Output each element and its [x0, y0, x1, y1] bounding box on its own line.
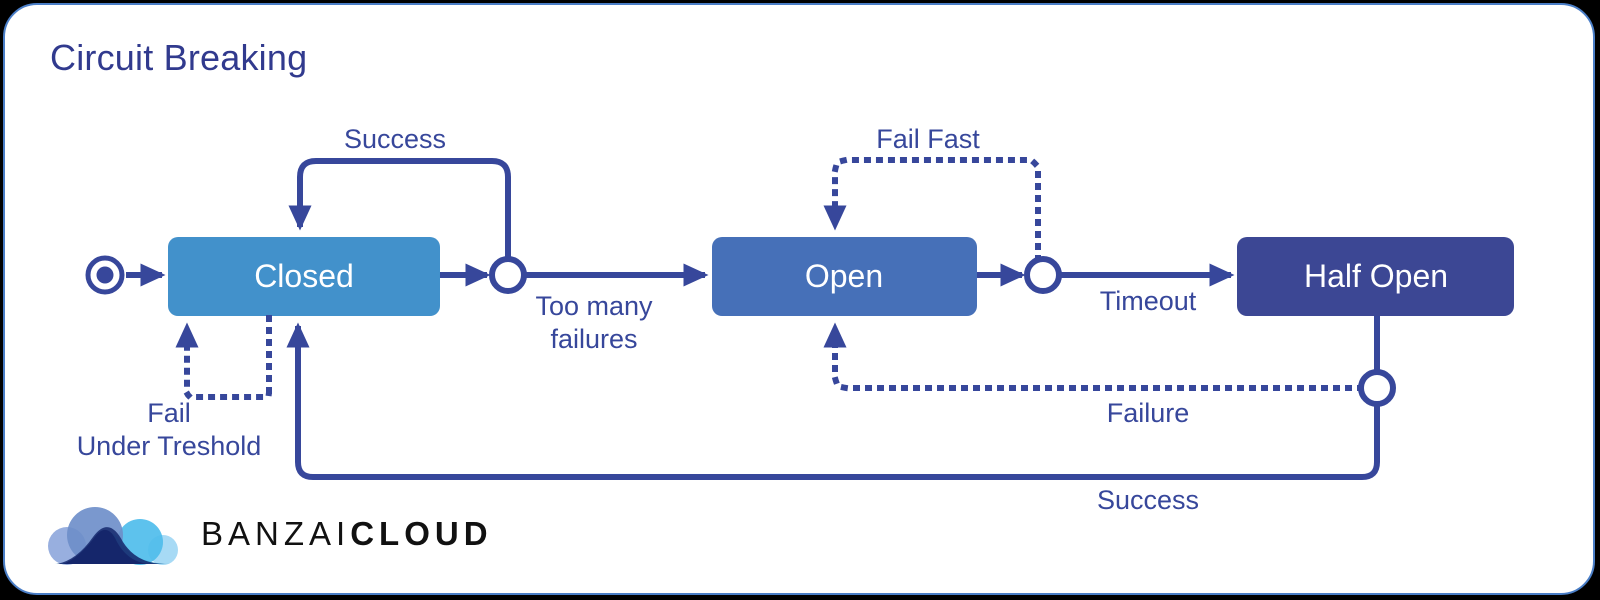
edge-label-fail-fast: Fail Fast [876, 124, 980, 154]
state-half-open-label: Half Open [1304, 258, 1448, 294]
logo-wordmark: BANZAI CLOUD [201, 515, 493, 553]
state-open[interactable]: Open [712, 237, 977, 316]
page-title: Circuit Breaking [50, 37, 308, 78]
banzai-cloud-logo: BANZAI CLOUD [47, 501, 507, 567]
edge-label-timeout: Timeout [1100, 286, 1197, 316]
transition-success-return [286, 322, 1380, 480]
junction-circle-2 [1024, 256, 1062, 294]
transition-fail-under-treshold [175, 322, 273, 400]
edge-label-too-many-line-2: failures [550, 324, 637, 354]
state-open-label: Open [805, 258, 883, 294]
edge-label-fail-line-1: Fail [147, 398, 191, 428]
junction-circle-3 [1358, 369, 1396, 407]
transition-failure [823, 322, 1364, 391]
diagram-card: Circuit Breaking Closed [3, 3, 1595, 595]
banzai-cloud-cloud-icon [47, 502, 179, 566]
junction-circle-1 [489, 256, 527, 294]
initial-state-node [85, 255, 125, 295]
state-closed[interactable]: Closed [168, 237, 440, 316]
state-closed-label: Closed [254, 258, 354, 294]
edge-label-too-many-line-1: Too many [535, 291, 653, 321]
edge-label-failure: Failure [1107, 398, 1190, 428]
edge-label-fail-line-2: Under Treshold [77, 431, 262, 461]
transition-fail-fast [823, 157, 1041, 262]
logo-word-banzai: BANZAI [201, 515, 351, 552]
state-half-open[interactable]: Half Open [1237, 237, 1514, 316]
logo-word-cloud: CLOUD [350, 515, 493, 552]
edge-label-success-top: Success [344, 124, 446, 154]
state-machine-diagram: Closed Open [77, 124, 1514, 515]
edge-label-success-bottom: Success [1097, 485, 1199, 515]
transition-success-to-closed [288, 158, 511, 259]
